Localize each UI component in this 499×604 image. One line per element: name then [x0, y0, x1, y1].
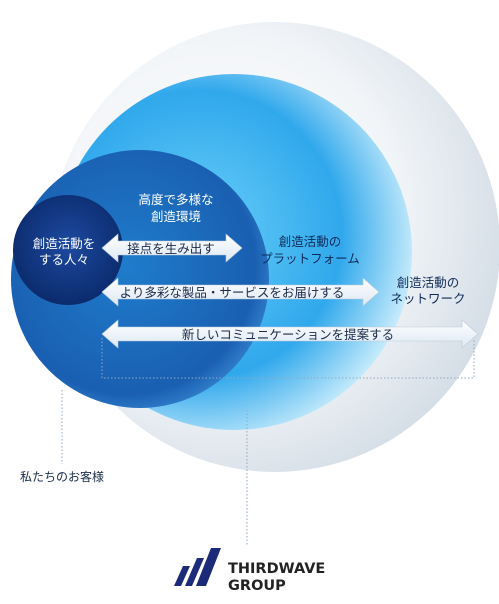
arrow-2-label: より多彩な製品・サービスをお届けする — [120, 285, 345, 300]
arrow-2-shape — [101, 277, 380, 307]
arrow-1-label: 接点を生み出す — [127, 241, 215, 256]
brand-name-line1: THIRDWAVE — [228, 561, 325, 577]
network-label-line2: ネットワーク — [390, 291, 465, 306]
core-circle — [13, 195, 123, 305]
environment-label-line2: 創造環境 — [151, 209, 201, 224]
network-bracket-line — [101, 338, 475, 379]
platform-label-line2: プラットフォーム — [260, 251, 360, 266]
arrow-3-label: 新しいコミュニケーションを提案する — [182, 327, 394, 342]
network-label-line1: 創造活動の — [397, 275, 460, 290]
arrow-3-shape — [101, 319, 479, 349]
customers-label: 私たちのお客様 — [20, 469, 104, 484]
core-label-line2: する人々 — [39, 252, 89, 267]
environment-label-line1: 高度で多様な — [138, 192, 213, 207]
core-label-line1: 創造活動を — [33, 236, 96, 251]
brand-name-line2: GROUP — [228, 578, 286, 594]
platform-label-line1: 創造活動の — [279, 234, 342, 249]
arrow-1-shape — [101, 233, 243, 263]
thirdwave-logo: THIRDWAVE GROUP — [174, 548, 325, 594]
thirdwave-logo-mark-icon — [174, 548, 221, 586]
